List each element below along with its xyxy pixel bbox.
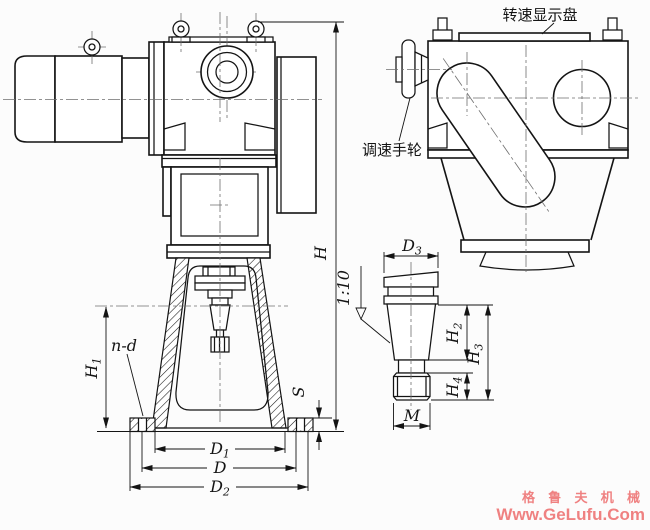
- dim-label-M: M: [403, 406, 421, 425]
- callouts: 转速显示盘 调速手轮: [362, 6, 578, 159]
- label-speed-handwheel: 调速手轮: [362, 142, 422, 159]
- dim-label-D: D: [213, 458, 227, 477]
- dim-label-D3: D3: [401, 236, 422, 258]
- gearbox: [148, 13, 276, 156]
- side-view-centerlines: [386, 45, 638, 272]
- speed-display-plate: [458, 32, 591, 42]
- dim-D1: D1: [154, 431, 286, 461]
- label-speed-display-dial: 转速显示盘: [502, 6, 577, 24]
- front-view: [3, 12, 344, 433]
- watermark-site: Www.GeLufu.Com: [496, 505, 645, 525]
- speed-handwheel: [395, 39, 429, 99]
- dim-H: H: [258, 21, 344, 431]
- dim-label-nd: n-d: [111, 336, 137, 355]
- watermark-brand: 格 鲁 夫 机 械: [521, 489, 645, 505]
- dim-M: M: [393, 403, 431, 430]
- dim-H4: H4: [425, 372, 473, 401]
- side-pedestal: [440, 157, 615, 271]
- dim-H3: H3: [431, 304, 494, 401]
- front-view-centerlines: [3, 12, 322, 425]
- dim-label-H3: H3: [464, 344, 486, 366]
- dim-label-H4: H4: [443, 377, 465, 399]
- base-flange: [97, 417, 344, 433]
- watermark: 格 鲁 夫 机 械 Www.GeLufu.Com: [496, 489, 645, 525]
- dim-D3: D3: [383, 236, 439, 273]
- dim-H1: H1: [82, 306, 109, 429]
- dim-nd: n-d: [111, 336, 144, 417]
- dim-D: D: [141, 431, 297, 477]
- dim-label-H: H: [311, 245, 330, 261]
- dim-label-H1: H1: [82, 358, 104, 380]
- dim-label-H2: H2: [443, 323, 465, 345]
- dim-label-D1: D1: [209, 439, 230, 461]
- dim-D2: D2: [129, 431, 309, 499]
- dim-label-taper: 1:10: [334, 270, 353, 306]
- slanted-cover: [436, 58, 556, 214]
- dim-label-S: S: [289, 386, 308, 397]
- spindle-detail: [383, 262, 439, 410]
- dim-label-D2: D2: [209, 477, 230, 499]
- side-cover-panel: [276, 56, 317, 214]
- side-view: [386, 17, 638, 272]
- dim-taper: 1:10: [334, 266, 391, 344]
- dim-H2: H2: [429, 304, 493, 361]
- pedestal-stand: [151, 257, 288, 429]
- motor: [14, 31, 150, 143]
- lower-housing: [161, 154, 277, 259]
- dim-S: S: [289, 386, 332, 450]
- top-bolts: [432, 17, 623, 41]
